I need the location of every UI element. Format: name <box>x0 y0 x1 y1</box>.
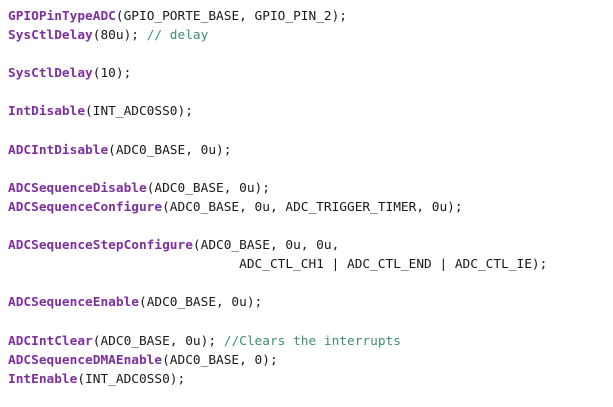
code-line: ADCSequenceDMAEnable(ADC0_BASE, 0); <box>8 351 613 370</box>
code-line: IntDisable(INT_ADC0SS0); <box>8 102 613 121</box>
code-line: SysCtlDelay(10); <box>8 64 613 83</box>
code-token-function: ADCIntClear <box>8 333 93 349</box>
code-token-plain: (ADC0_BASE, 0); <box>162 352 278 368</box>
code-line-blank <box>8 45 613 64</box>
code-line: ADCSequenceStepConfigure(ADC0_BASE, 0u, … <box>8 236 613 255</box>
code-token-plain: (10); <box>92 66 132 82</box>
code-token-comment: // delay <box>146 28 209 44</box>
code-line: ADCSequenceEnable(ADC0_BASE, 0u); <box>8 293 613 312</box>
code-token-function: ADCSequenceDMAEnable <box>8 352 163 368</box>
code-line: ADC_CTL_CH1 | ADC_CTL_END | ADC_CTL_IE); <box>8 255 613 274</box>
code-token-function: ADCSequenceDisable <box>8 180 147 196</box>
code-token-function: ADCIntDisable <box>8 142 109 158</box>
code-line: ADCIntDisable(ADC0_BASE, 0u); <box>8 141 613 160</box>
code-line-blank <box>8 122 613 141</box>
code-token-plain: (ADC0_BASE, 0u); <box>138 295 263 311</box>
code-token-plain: (ADC0_BASE, 0u); <box>146 180 270 196</box>
code-token-comment: //Clears the interrupts <box>223 333 401 349</box>
code-token-plain: (INT_ADC0SS0); <box>85 104 193 120</box>
code-line: SysCtlDelay(80u); // delay <box>8 26 613 45</box>
code-line: ADCIntClear(ADC0_BASE, 0u); //Clears the… <box>8 332 613 351</box>
code-token-plain: (ADC0_BASE, 0u); <box>92 333 224 349</box>
code-token-function: IntDisable <box>8 104 86 120</box>
code-token-function: GPIOPinTypeADC <box>8 9 116 24</box>
code-token-plain: (ADC0_BASE, 0u, 0u, <box>192 238 340 254</box>
code-line: ADCSequenceConfigure(ADC0_BASE, 0u, ADC_… <box>8 198 613 217</box>
code-token-plain: (INT_ADC0SS0); <box>77 371 186 387</box>
code-token-plain: (GPIO_PORTE_BASE, GPIO_PIN_2); <box>115 9 348 24</box>
code-token-plain: (80u); <box>92 28 147 44</box>
code-line-blank <box>8 83 613 102</box>
code-line-blank <box>8 217 613 236</box>
code-token-function: SysCtlDelay <box>8 28 93 44</box>
code-token-function: SysCtlDelay <box>8 66 93 82</box>
code-token-function: ADCSequenceStepConfigure <box>8 238 193 254</box>
code-line: GPIOPinTypeADC(GPIO_PORTE_BASE, GPIO_PIN… <box>8 7 613 26</box>
code-token-plain: ADC_CTL_CH1 | ADC_CTL_END | ADC_CTL_IE); <box>8 257 548 273</box>
code-line-blank <box>8 313 613 332</box>
code-line: IntEnable(INT_ADC0SS0); <box>8 370 613 389</box>
code-line-blank <box>8 160 613 179</box>
code-token-function: ADCSequenceEnable <box>8 295 139 311</box>
code-token-plain: (ADC0_BASE, 0u); <box>108 142 232 158</box>
code-token-function: IntEnable <box>8 371 78 387</box>
code-token-plain: (ADC0_BASE, 0u, ADC_TRIGGER_TIMER, 0u); <box>162 199 463 215</box>
code-token-function: ADCSequenceConfigure <box>8 199 163 215</box>
code-line: ADCSequenceDisable(ADC0_BASE, 0u); <box>8 179 613 198</box>
code-line-blank <box>8 274 613 293</box>
